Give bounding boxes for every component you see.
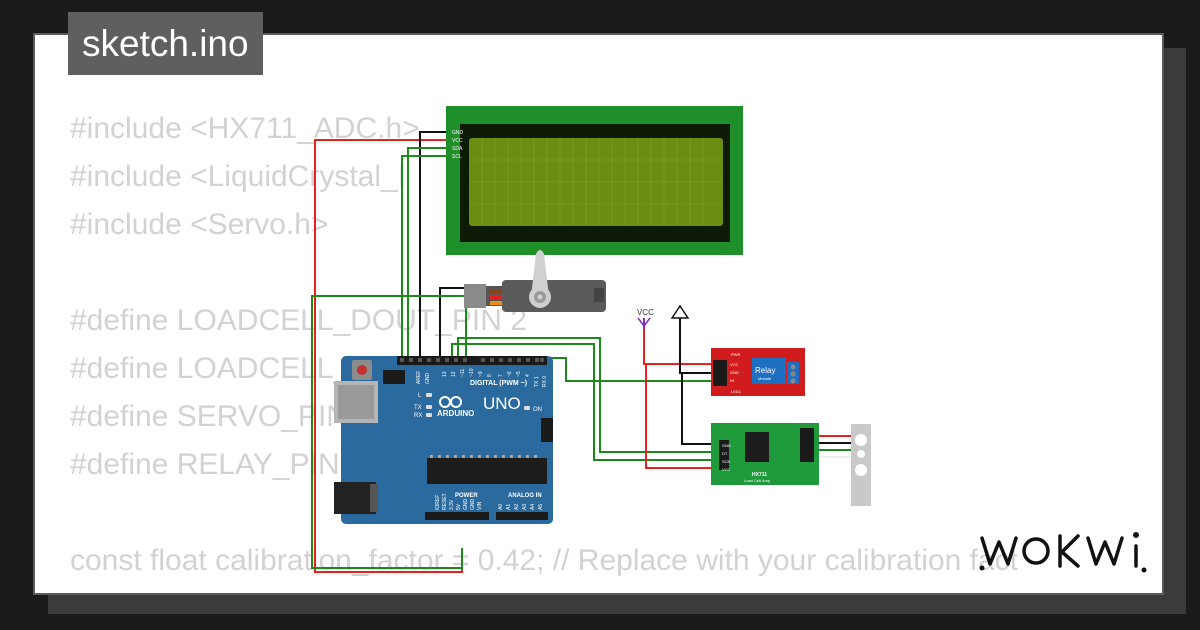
- wokwi-logo-icon: [979, 532, 1147, 573]
- lcd-pin-vcc: VCC: [452, 138, 463, 144]
- svg-text:A4: A4: [530, 504, 536, 510]
- relay-pin-gnd: GND: [730, 370, 739, 375]
- relay-led-label: LED1: [731, 389, 742, 394]
- svg-text:TX 1: TX 1: [534, 376, 540, 387]
- relay-sublabel: Module: [758, 376, 772, 381]
- led-tx-label: TX: [414, 405, 422, 411]
- code-line: #define SERVO_PIN: [70, 400, 348, 433]
- svg-text:RX 0: RX 0: [542, 376, 548, 387]
- svg-text:7: 7: [498, 374, 504, 377]
- svg-text:A5: A5: [538, 504, 544, 510]
- svg-text:8: 8: [487, 374, 493, 377]
- lcd-display: GND VCC SDA SCL: [446, 106, 743, 255]
- wire-hx-sck: [451, 343, 720, 461]
- code-line: #include <Servo.h>: [70, 208, 329, 241]
- svg-text:~6: ~6: [507, 371, 513, 377]
- led-rx-label: RX: [414, 413, 422, 419]
- svg-text:5V: 5V: [456, 503, 462, 510]
- lcd-pin-gnd: GND: [452, 130, 464, 136]
- vcc-label: VCC: [637, 308, 654, 317]
- board-brand: ARDUINO: [437, 409, 474, 418]
- wire-hx-vcc: [645, 364, 720, 469]
- lcd-pin-scl: SCL: [452, 154, 462, 160]
- relay-pin-vcc: VCC: [730, 362, 739, 367]
- hx-pin-dt: DT: [722, 451, 728, 456]
- analog-label: ANALOG IN: [508, 493, 542, 499]
- svg-text:VIN: VIN: [477, 501, 483, 510]
- svg-text:~5: ~5: [516, 371, 522, 377]
- wire-lcd-gnd: [419, 131, 449, 362]
- relay-label: Relay: [755, 366, 775, 375]
- vcc-marker: VCC: [637, 308, 654, 330]
- svg-text:13: 13: [442, 371, 448, 377]
- wire-lcd-sda: [407, 147, 449, 362]
- hx-pin-gnd: GND: [722, 443, 731, 448]
- lcd-char-grid: [469, 138, 723, 226]
- code-line: const float weight_thresholds[] = {100.0…: [70, 585, 1018, 593]
- wire-hx-gnd: [681, 373, 720, 445]
- lcd-pin-sda: SDA: [452, 146, 463, 152]
- power-pin-labels: IOREF RESET 3.3V 5V GND GND VIN A0 A1 A2…: [435, 493, 544, 510]
- wire-hx-dt: [457, 337, 720, 453]
- svg-text:GND: GND: [470, 499, 476, 511]
- svg-text:A3: A3: [522, 504, 528, 510]
- led-on-label: ON: [533, 407, 542, 413]
- board-name: UNO: [483, 394, 521, 413]
- hx711-sublabel: Load Cell Amp: [744, 478, 771, 483]
- hx-pin-sck: SCK: [722, 459, 731, 464]
- svg-text:~10: ~10: [469, 368, 475, 377]
- svg-text:12: 12: [451, 371, 457, 377]
- svg-text:A1: A1: [506, 504, 512, 510]
- hx711-module: GND DT SCK VCC HX711 Load Cell Amp: [711, 423, 819, 485]
- power-label: POWER: [455, 493, 478, 499]
- svg-text:AREF: AREF: [416, 371, 422, 384]
- svg-text:RESET: RESET: [442, 493, 448, 510]
- svg-text:GND: GND: [463, 499, 469, 511]
- svg-text:IOREF: IOREF: [435, 495, 441, 510]
- svg-text:A2: A2: [514, 504, 520, 510]
- wire-servo-5v: [311, 295, 484, 569]
- sketch-title-tab[interactable]: sketch.ino: [68, 12, 263, 75]
- digital-label: DIGITAL (PWM ~): [470, 380, 527, 387]
- relay-pin-in: IN: [730, 378, 734, 383]
- gnd-marker: [670, 304, 690, 319]
- led-l-label: L: [418, 393, 422, 399]
- code-line: #define LOADCELL_DOUT_PIN 2: [70, 304, 527, 337]
- arduino-logo-icon: [439, 396, 462, 408]
- lcd-pin-labels: GND VCC SDA SCL: [452, 130, 464, 160]
- digital-pin-labels: AREF GND 13 12 ~11 ~10 ~9 8 7 ~6 ~5 4 TX…: [416, 368, 548, 387]
- hx711-label: HX711: [752, 472, 767, 478]
- code-line: #include <LiquidCrystal_I: [70, 160, 407, 193]
- arduino-uno-board: DIGITAL (PWM ~) UNO ARDUINO L TX RX ON P…: [334, 356, 553, 524]
- relay-module: Relay Module VCC GND IN PWR LED1: [711, 348, 805, 396]
- servo-motor: [464, 250, 606, 312]
- svg-text:~9: ~9: [478, 371, 484, 377]
- svg-text:3.3V: 3.3V: [449, 499, 455, 510]
- hx-pin-vcc: VCC: [722, 467, 731, 472]
- relay-pwr-label: PWR: [731, 352, 740, 357]
- wire-relay-gnd: [679, 318, 714, 374]
- wire-lcd-scl: [401, 155, 449, 362]
- svg-text:~11: ~11: [460, 369, 466, 377]
- load-cell: [851, 424, 871, 506]
- svg-text:A0: A0: [498, 504, 504, 510]
- wire-relay-vcc: [643, 318, 714, 365]
- svg-text:4: 4: [525, 374, 531, 377]
- svg-text:GND: GND: [425, 373, 431, 385]
- wire-servo-signal: [465, 303, 484, 362]
